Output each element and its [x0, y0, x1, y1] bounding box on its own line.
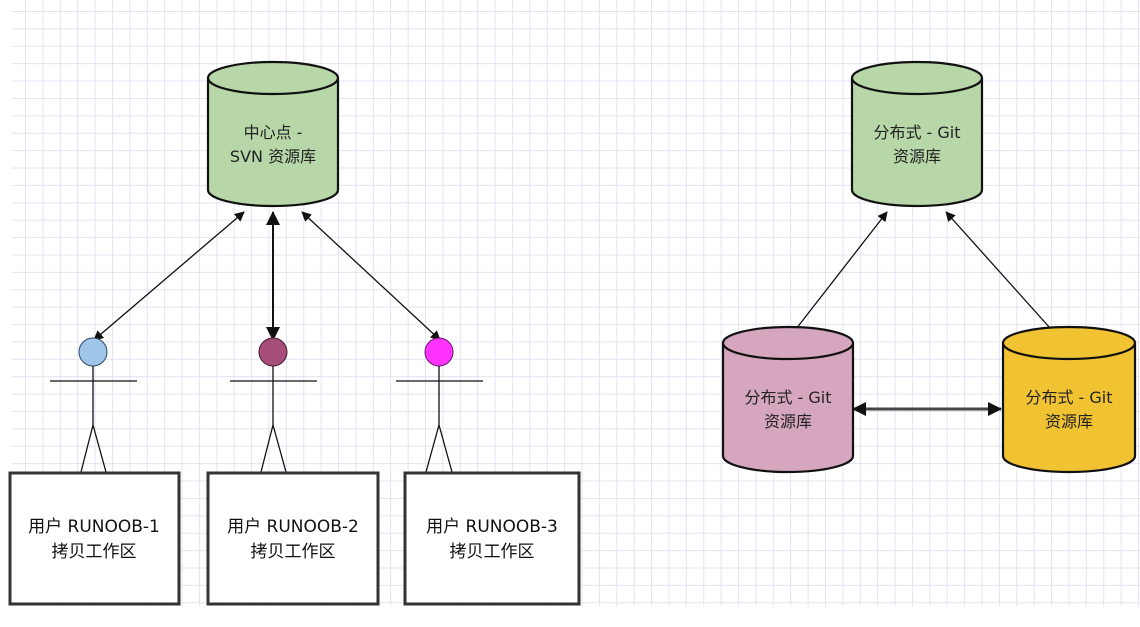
cylinder-top: [206, 60, 340, 96]
cylinder-body: [1001, 343, 1137, 474]
user-leg-right: [92, 424, 107, 473]
git-right-label-line1: 分布式 - Git: [1025, 388, 1112, 407]
connector-gittop-gitright: [945, 211, 1060, 339]
git-top-label-line2: 资源库: [893, 147, 941, 166]
user-leg-left: [425, 424, 440, 473]
user-1-label-line2: 拷贝工作区: [52, 542, 137, 562]
user-3-label-line1: 用户 RUNOOB-3: [426, 517, 558, 537]
user-head-icon: [78, 337, 108, 367]
git-right-repo[interactable]: 分布式 - Git 资源库: [1001, 325, 1137, 474]
user-2-actor[interactable]: [230, 337, 317, 473]
user-1-actor[interactable]: [50, 337, 137, 473]
connector-gittop-gitleft: [788, 211, 888, 339]
connector-svn-user1: [93, 211, 245, 341]
user-1-workspace-box[interactable]: 用户 RUNOOB-1 拷贝工作区: [8, 471, 181, 606]
user-leg-left: [80, 424, 94, 473]
user-3-label-line2: 拷贝工作区: [450, 542, 535, 562]
user-head-icon: [424, 337, 454, 367]
cylinder-body: [850, 78, 984, 208]
cylinder-body: [721, 343, 855, 474]
cylinder-top: [1001, 325, 1137, 361]
user-2-label-line1: 用户 RUNOOB-2: [227, 517, 359, 537]
git-left-label-line2: 资源库: [764, 412, 812, 431]
svn-central-repo[interactable]: 中心点 - SVN 资源库: [206, 60, 340, 208]
user-1-label-line1: 用户 RUNOOB-1: [28, 517, 160, 537]
git-top-repo[interactable]: 分布式 - Git 资源库: [850, 60, 984, 208]
user-3-actor[interactable]: [396, 337, 483, 473]
svn-repo-label-line1: 中心点 -: [244, 123, 303, 142]
cylinder-top: [850, 60, 984, 96]
git-right-label-line2: 资源库: [1045, 412, 1093, 431]
connector-svn-user3: [301, 211, 441, 341]
git-left-label-line1: 分布式 - Git: [744, 388, 831, 407]
user-leg-right: [438, 424, 453, 473]
user-2-label-line2: 拷贝工作区: [251, 542, 336, 562]
user-leg-right: [272, 424, 287, 473]
user-leg-left: [260, 424, 274, 473]
git-top-label-line1: 分布式 - Git: [873, 123, 960, 142]
cylinder-body: [206, 78, 340, 208]
cylinder-top: [721, 325, 855, 361]
git-left-repo[interactable]: 分布式 - Git 资源库: [721, 325, 855, 474]
svn-repo-label-line2: SVN 资源库: [230, 147, 316, 166]
user-2-workspace-box[interactable]: 用户 RUNOOB-2 拷贝工作区: [206, 471, 380, 606]
user-head-icon: [258, 337, 288, 367]
user-3-workspace-box[interactable]: 用户 RUNOOB-3 拷贝工作区: [403, 471, 581, 606]
